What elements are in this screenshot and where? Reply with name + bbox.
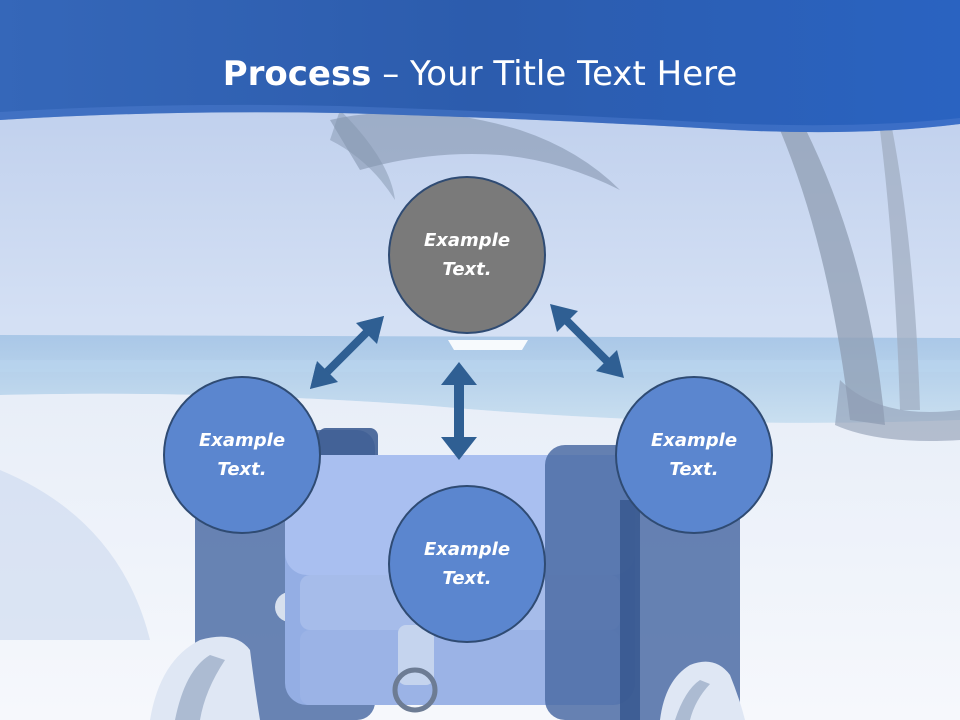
node-left-text: Example Text. xyxy=(198,430,286,480)
arrow-top-right xyxy=(550,304,624,378)
arrow-top-left xyxy=(310,316,384,389)
node-bottom-text: Example Text. xyxy=(423,539,511,589)
arrow-vertical xyxy=(441,362,477,460)
title-rest: – Your Title Text Here xyxy=(371,54,738,94)
title-bold: Process xyxy=(222,54,372,94)
node-right-text: Example Text. xyxy=(650,430,738,480)
process-node-bottom[interactable]: Example Text. xyxy=(388,485,546,643)
node-top-text: Example Text. xyxy=(423,230,511,280)
process-node-top[interactable]: Example Text. xyxy=(388,176,546,334)
slide-title: Process – Your Title Text Here xyxy=(0,52,960,96)
process-node-right[interactable]: Example Text. xyxy=(615,376,773,534)
process-node-left[interactable]: Example Text. xyxy=(163,376,321,534)
